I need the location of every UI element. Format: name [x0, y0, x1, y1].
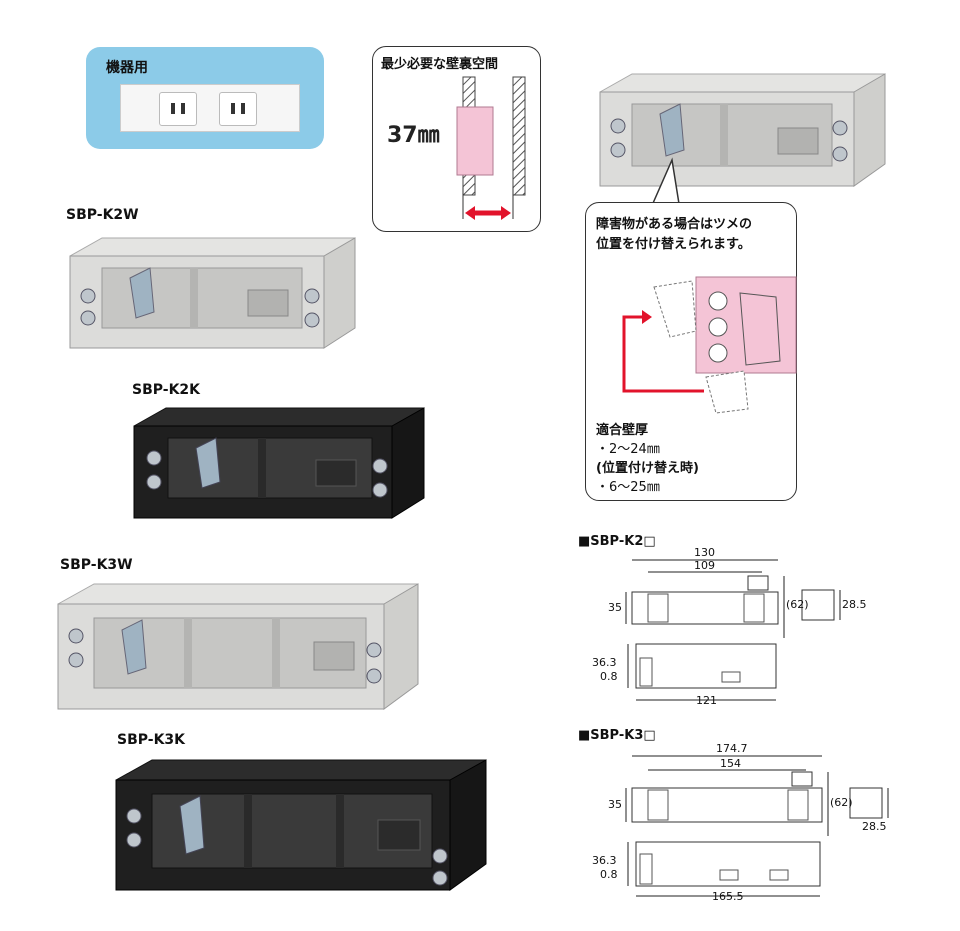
outlet-badge: 機器用	[86, 47, 324, 149]
drawing-k3-title: ■SBP-K3□	[578, 728, 656, 743]
wall-space-title: 最少必要な壁裏空間	[381, 57, 499, 72]
wall-space-value: 37㎜	[387, 123, 440, 148]
outlet-badge-title: 機器用	[106, 60, 148, 76]
drawing-k3-depth: 28.5	[862, 820, 887, 833]
product-label-k3k: SBP-K3K	[117, 732, 186, 748]
drawing-k2-bottom-width: 121	[696, 694, 717, 707]
product-label-k3w: SBP-K3W	[60, 557, 133, 573]
note-line-2: 位置を付け替えられます。	[596, 237, 751, 252]
note-thickness-title: 適合壁厚	[596, 423, 649, 438]
drawing-k2: 130 109 35 (62) 28.5 36.3 0.8 121	[578, 546, 868, 716]
drawing-k3-height-left: 35	[608, 798, 622, 811]
product-photo-k2k	[133, 407, 425, 519]
product-label-k2k: SBP-K2K	[132, 382, 201, 398]
drawing-k2-height-left: 35	[608, 601, 622, 614]
drawing-k2-lines	[625, 559, 841, 701]
outlet-socket-right	[219, 92, 257, 126]
drawing-k2-bottom-b: 0.8	[600, 670, 618, 683]
product-photo-k2w	[69, 237, 356, 349]
wall-space-illustration	[456, 76, 526, 220]
drawing-k2-height-right: (62)	[786, 598, 809, 611]
note-alt-title: (位置付け替え時)	[596, 461, 699, 476]
drawing-k3-height-right: (62)	[830, 796, 853, 809]
product-label-k2w: SBP-K2W	[66, 207, 139, 223]
product-photo-k3k	[115, 759, 487, 891]
drawing-k2-width-inner: 109	[694, 559, 715, 572]
claw-diagram	[622, 276, 797, 414]
drawing-k2-width-outer: 130	[694, 546, 715, 559]
drawing-k3-bottom-a: 36.3	[592, 854, 617, 867]
drawing-k2-bottom-a: 36.3	[592, 656, 617, 669]
note-range-1: ・2〜24㎜	[596, 442, 660, 457]
outlet-socket-left	[159, 92, 197, 126]
product-photo-detail	[599, 73, 886, 187]
claw-note-box: 障害物がある場合はツメの 位置を付け替えられます。 適合壁厚 ・2〜24㎜ (位…	[585, 202, 797, 501]
drawing-k2-title: ■SBP-K2□	[578, 534, 656, 549]
note-line-1: 障害物がある場合はツメの	[596, 217, 753, 232]
drawing-k2-depth: 28.5	[842, 598, 867, 611]
drawing-k3-bottom-b: 0.8	[600, 868, 618, 881]
drawing-k3-lines	[625, 755, 889, 897]
outlet-plate	[120, 84, 300, 132]
drawing-k3-width-outer: 174.7	[716, 742, 748, 755]
drawing-k3-width-inner: 154	[720, 757, 741, 770]
note-range-2: ・6〜25㎜	[596, 480, 660, 495]
wall-space-callout: 最少必要な壁裏空間 37㎜	[372, 46, 541, 232]
product-photo-k3w	[57, 583, 419, 710]
drawing-k3-bottom-width: 165.5	[712, 890, 744, 903]
callout-pointer	[649, 157, 681, 211]
drawing-k3: 174.7 154 35 (62) 28.5 36.3 0.8 165.5	[578, 742, 898, 912]
